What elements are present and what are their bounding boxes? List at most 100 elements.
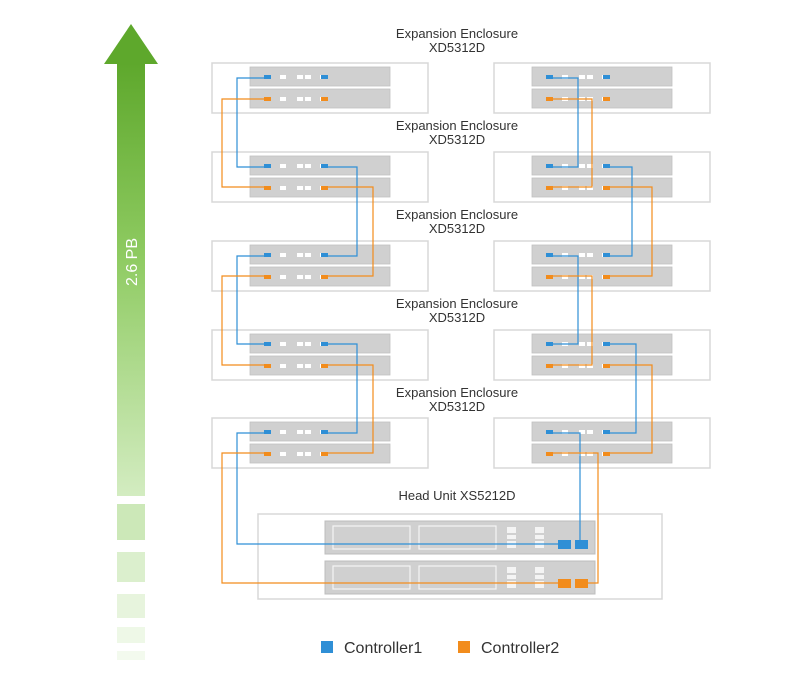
enclosure-labels: Expansion Enclosure XD5312D Expansion En…: [396, 26, 518, 503]
head-unit-label: Head Unit XS5212D: [398, 488, 515, 503]
port-led: [280, 164, 286, 168]
port-led: [305, 275, 311, 279]
port-led: [579, 452, 585, 456]
io-module-a: [249, 66, 391, 87]
head-controller-2: [324, 560, 596, 595]
port-led: [587, 253, 593, 257]
port-led: [587, 164, 593, 168]
controller2-port: [546, 186, 553, 190]
port-led: [280, 364, 286, 368]
port-led: [297, 164, 303, 168]
controller2-port: [603, 97, 610, 101]
port-led: [297, 275, 303, 279]
port-led: [587, 364, 593, 368]
port-led: [297, 364, 303, 368]
port-led: [280, 430, 286, 434]
expansion-enclosure: [211, 151, 429, 203]
capacity-segment: [117, 594, 145, 618]
controller1-port: [546, 75, 553, 79]
port-led: [280, 275, 286, 279]
cable: [325, 343, 358, 434]
controller1-port: [603, 75, 610, 79]
controller1-port: [603, 253, 610, 257]
cable: [325, 364, 374, 454]
controller2-port: [321, 186, 328, 190]
controller1-port: [264, 164, 271, 168]
port-led: [579, 75, 585, 79]
capacity-segment: [117, 651, 145, 660]
port-led: [280, 342, 286, 346]
port-led: [562, 364, 568, 368]
expansion-enclosure: [211, 329, 429, 381]
cable: [546, 77, 579, 168]
controller2-port: [264, 452, 271, 456]
port-led: [305, 430, 311, 434]
io-module-b: [531, 177, 673, 198]
cable: [604, 343, 637, 434]
port-led: [587, 342, 593, 346]
controller1-port: [264, 430, 271, 434]
port-led: [579, 364, 585, 368]
psu-icon: [507, 567, 544, 588]
port-led: [579, 164, 585, 168]
port-led: [297, 452, 303, 456]
head-unit: [257, 513, 663, 600]
enclosure-model-4: XD5312D: [429, 310, 485, 325]
port-led: [579, 186, 585, 190]
port-led: [280, 186, 286, 190]
enclosure-model-2: XD5312D: [429, 132, 485, 147]
controller2-cabling: [221, 98, 653, 584]
cable: [221, 275, 268, 366]
controller1-port: [575, 540, 588, 549]
io-module-b: [249, 88, 391, 109]
port-led: [587, 186, 593, 190]
cable: [546, 452, 599, 584]
controller1-port: [546, 253, 553, 257]
legend: Controller1 Controller2: [321, 640, 559, 657]
port-led: [562, 452, 568, 456]
controller2-port: [264, 275, 271, 279]
controller2-port: [264, 186, 271, 190]
io-module-b: [531, 88, 673, 109]
port-led: [562, 75, 568, 79]
controller2-port: [603, 275, 610, 279]
io-module-a: [249, 421, 391, 442]
io-module-a: [531, 244, 673, 265]
port-led: [305, 164, 311, 168]
port-led: [562, 275, 568, 279]
controller2-port: [603, 186, 610, 190]
cable: [546, 275, 593, 366]
port-led: [587, 452, 593, 456]
port-led: [297, 186, 303, 190]
controller2-port: [321, 275, 328, 279]
enclosure-label-3: Expansion Enclosure: [396, 207, 518, 222]
controller1-port: [603, 430, 610, 434]
expansion-enclosure: [493, 240, 711, 292]
controller2-legend-swatch: [458, 641, 470, 653]
controller1-legend-label: Controller1: [344, 640, 422, 657]
port-led: [305, 452, 311, 456]
cable: [236, 255, 268, 345]
port-led: [280, 452, 286, 456]
capacity-segment: [117, 504, 145, 540]
port-led: [280, 75, 286, 79]
controller2-port: [321, 452, 328, 456]
cable: [604, 186, 653, 277]
controller2-port: [546, 364, 553, 368]
controller1-port: [321, 75, 328, 79]
io-module-a: [531, 421, 673, 442]
port-led: [579, 430, 585, 434]
expansion-enclosure: [493, 151, 711, 203]
port-led: [297, 97, 303, 101]
io-module-b: [531, 355, 673, 376]
controller2-port: [321, 364, 328, 368]
controller1-legend-swatch: [321, 641, 333, 653]
enclosure-label-2: Expansion Enclosure: [396, 118, 518, 133]
controller1-port: [264, 75, 271, 79]
capacity-label: 2.6 PB: [124, 238, 141, 286]
controller2-port: [603, 452, 610, 456]
controller1-port: [546, 430, 553, 434]
cable: [236, 432, 558, 545]
io-module-b: [531, 443, 673, 464]
port-led: [579, 342, 585, 346]
